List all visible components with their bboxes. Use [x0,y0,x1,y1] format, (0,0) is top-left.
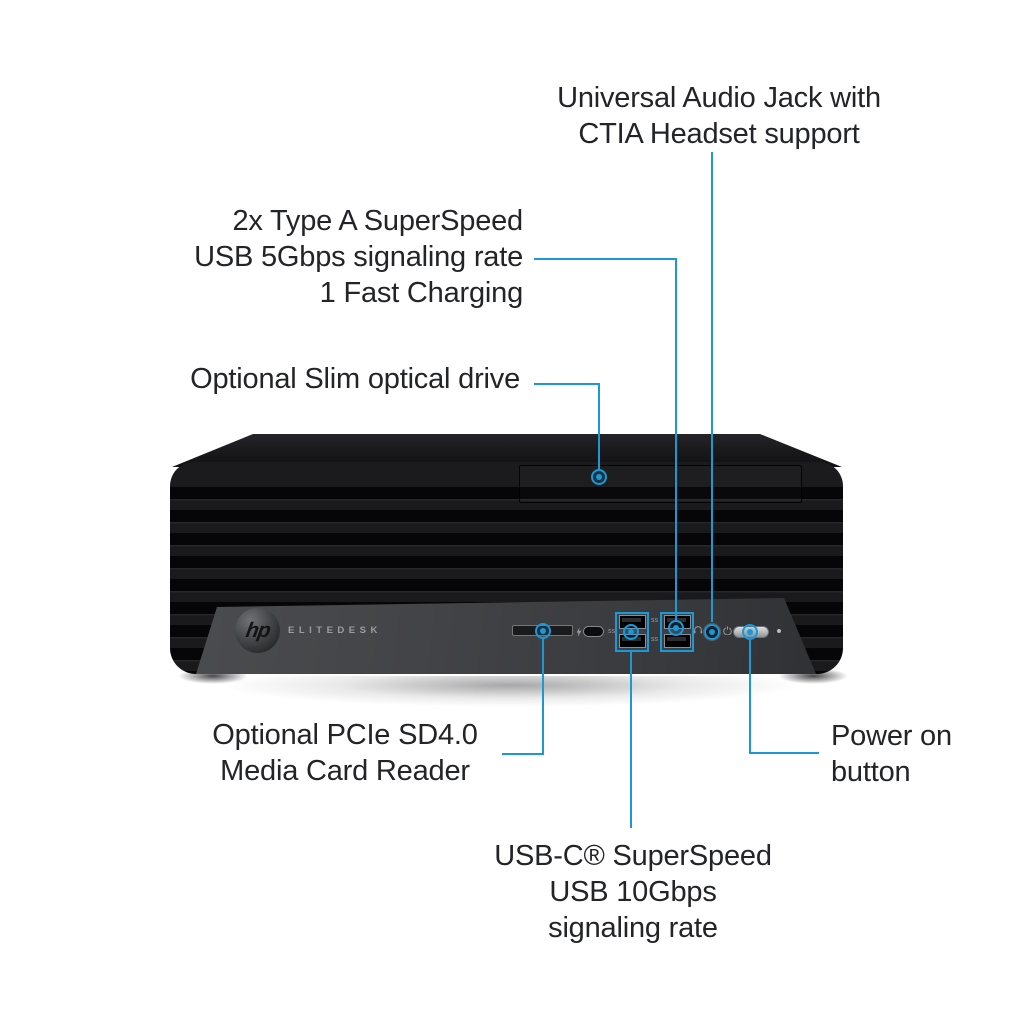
hp-logo: hp [235,608,280,653]
label-line: Universal Audio Jack with [557,82,881,114]
model-name: ELITEDESK [288,625,382,636]
label-power-button: Power on button [831,718,952,790]
label-line: USB-C® SuperSpeed [494,840,772,872]
label-line: button [831,756,911,788]
label-optical-drive: Optional Slim optical drive [190,361,520,397]
callout-line-audio [711,152,713,622]
optical-drive-marker [591,469,607,485]
floor-reflection [140,676,880,728]
callout-line-card-v [542,639,544,755]
label-usb-c: USB-C® SuperSpeed USB 10Gbps signaling r… [494,838,772,946]
card-reader-marker [535,623,551,639]
usb-a-right-marker [668,620,684,636]
callout-line-card-h [502,753,544,755]
hp-logo-text: hp [243,618,272,642]
usb-c-port [583,626,604,637]
label-line: Media Card Reader [220,755,470,787]
callout-line-usb-a-h [534,258,677,260]
audio-jack-marker [704,624,720,640]
power-icon [723,626,732,635]
superspeed-icon: ss [651,636,658,643]
label-audio-jack: Universal Audio Jack with CTIA Headset s… [557,80,881,152]
superspeed-icon: ss [651,617,658,624]
callout-line-power-v [749,640,751,754]
power-led [777,629,781,633]
callout-line-usb-a-v [675,258,677,620]
callout-line-power-h [749,752,819,754]
label-usb-type-a: 2x Type A SuperSpeed USB 5Gbps signaling… [194,203,523,311]
callout-line-optical-v [598,383,600,470]
optical-drive-bay [519,465,802,503]
callout-line-usb-c [630,652,632,828]
usb-a-left-marker [623,624,639,640]
label-line: signaling rate [548,912,718,944]
label-line: 1 Fast Charging [319,277,524,309]
callout-line-optical-h [534,383,600,385]
superspeed-icon: ss [608,628,615,635]
label-line: CTIA Headset support [578,118,860,150]
label-line: USB 5Gbps signaling rate [194,241,523,273]
usb-a-port [663,634,691,648]
label-line: USB 10Gbps [549,876,717,908]
case-top-surface [172,434,842,467]
computer-case-front: hp ELITEDESK ss ss ss [170,462,843,674]
power-button-marker [742,624,758,640]
label-line: Optional Slim optical drive [190,363,520,395]
headset-icon [693,625,703,635]
fast-charge-icon [576,627,582,637]
label-line: 2x Type A SuperSpeed [232,205,523,237]
